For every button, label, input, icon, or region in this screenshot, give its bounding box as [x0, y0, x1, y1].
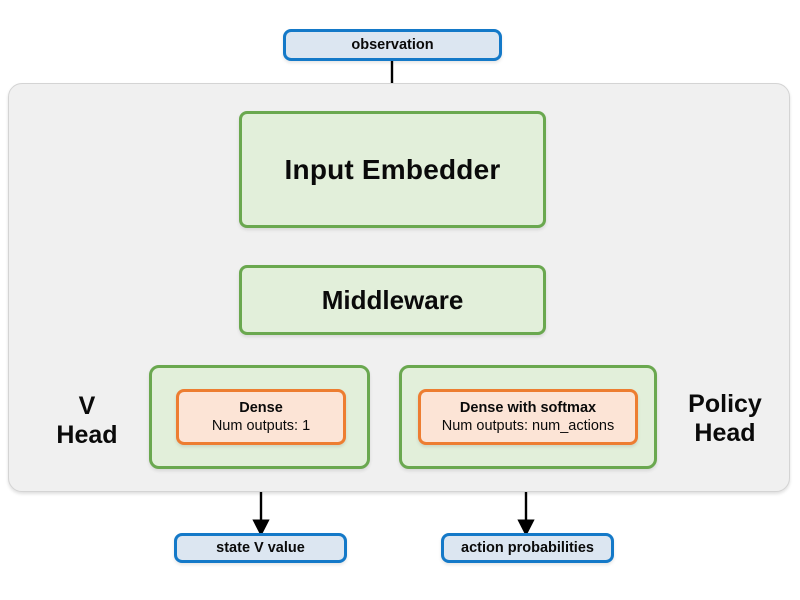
state-v-value-label: state V value: [216, 540, 305, 556]
v-head-dense-subtitle: Num outputs: 1: [211, 417, 311, 434]
policy-head-side-label-line2: Head: [694, 419, 756, 447]
policy-head-dense-title: Dense with softmax: [459, 399, 597, 416]
input-embedder-label: Input Embedder: [284, 153, 501, 185]
middleware-label: Middleware: [321, 284, 464, 315]
input-embedder-node[interactable]: Input Embedder: [239, 111, 546, 228]
policy-head-side-label-line1: Policy: [688, 390, 762, 419]
state-v-value-node[interactable]: state V value: [174, 533, 347, 563]
observation-node[interactable]: observation: [283, 29, 502, 61]
v-head-dense-node[interactable]: Dense Num outputs: 1: [176, 389, 346, 445]
policy-head-dense-node[interactable]: Dense with softmax Num outputs: num_acti…: [418, 389, 638, 445]
observation-label: observation: [351, 37, 434, 53]
v-head-dense-title: Dense: [239, 399, 283, 416]
action-probabilities-node[interactable]: action probabilities: [441, 533, 614, 563]
v-head-side-label-line1: V: [78, 392, 96, 421]
middleware-node[interactable]: Middleware: [239, 265, 546, 335]
action-probabilities-label: action probabilities: [461, 540, 594, 556]
policy-head-dense-subtitle: Num outputs: num_actions: [441, 417, 615, 434]
v-head-side-label: V Head: [28, 382, 146, 460]
v-head-side-label-line2: Head: [56, 421, 118, 449]
policy-head-side-label: Policy Head: [662, 378, 788, 460]
